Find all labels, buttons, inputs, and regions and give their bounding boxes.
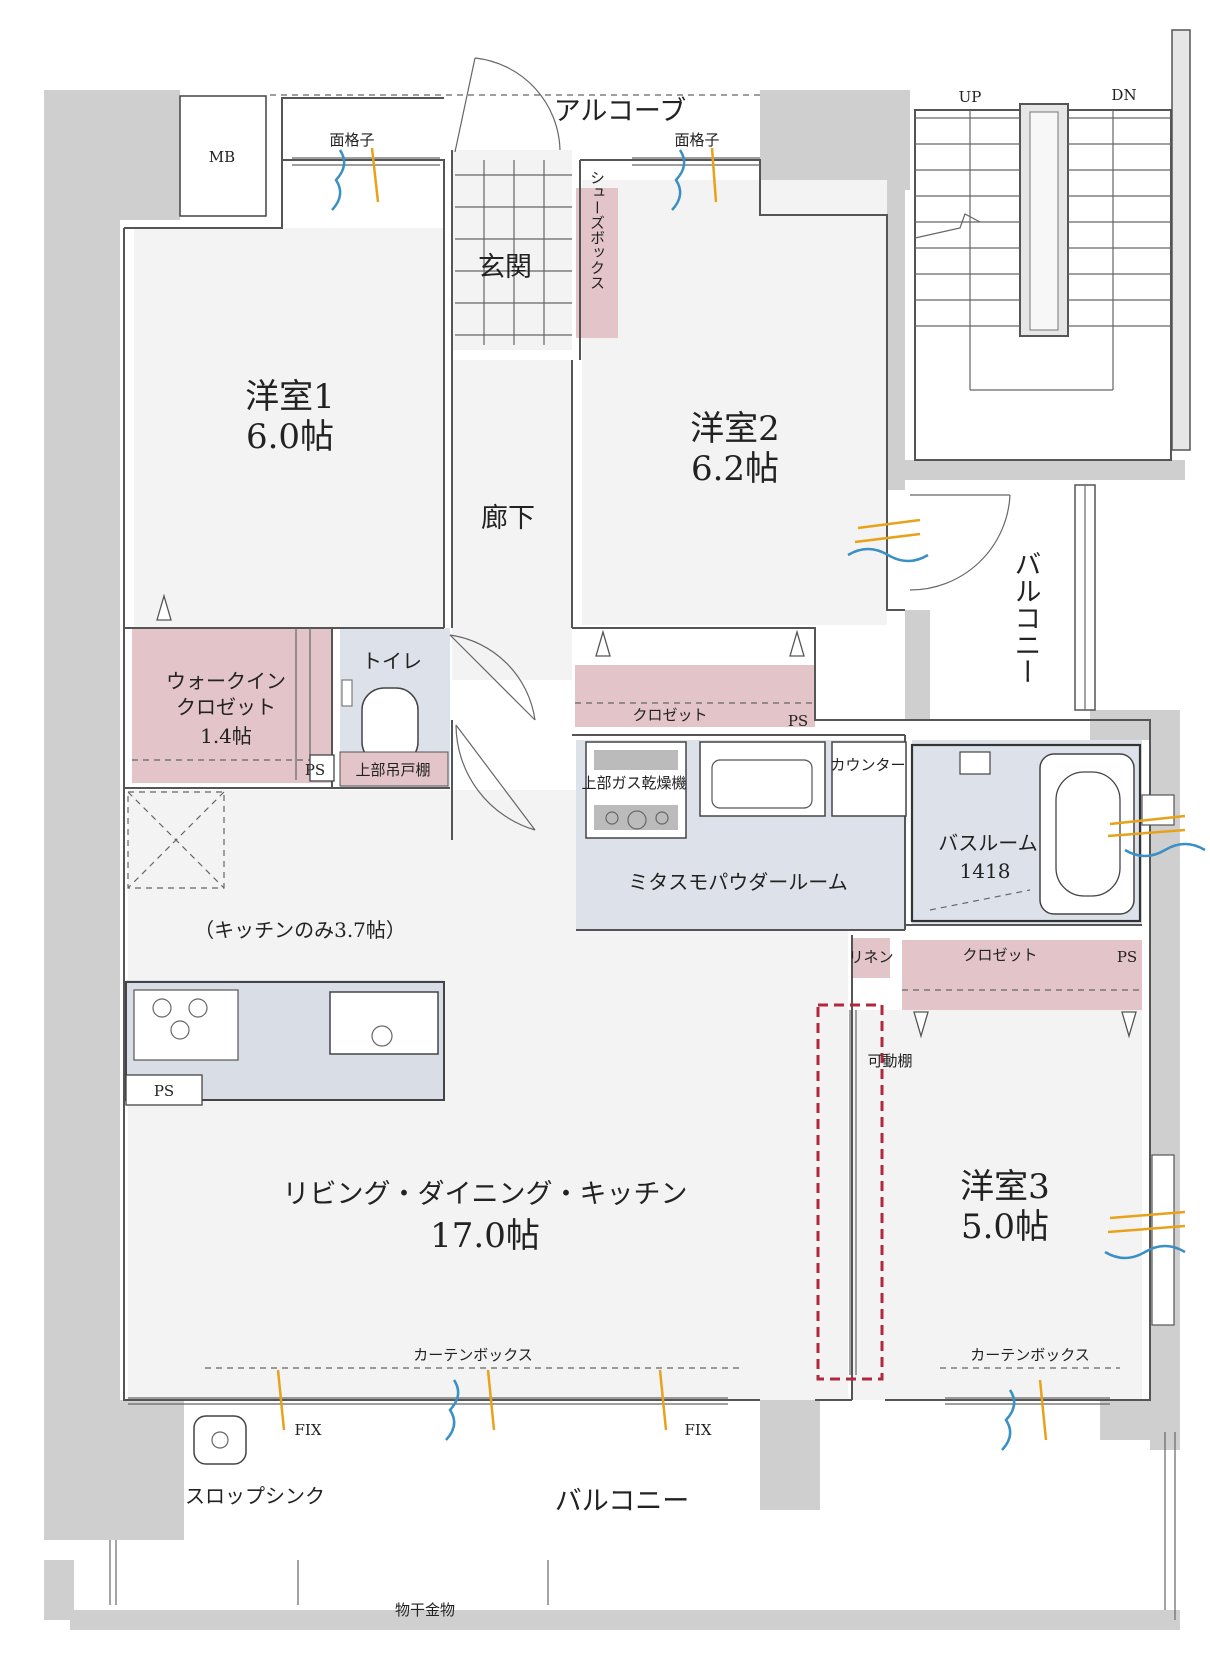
side-balcony [1074, 484, 1096, 711]
shoebox-label: シューズボックス [588, 170, 606, 290]
kitchen-counter [125, 791, 445, 1106]
western2-size: 6.2帖 [691, 449, 779, 489]
movable-shelf-label: 可動棚 [867, 1052, 912, 1070]
curtain-box-left-label: カーテンボックス [413, 1346, 533, 1364]
lattice-right-label: 面格子 [674, 131, 719, 149]
western3-name: 洋室3 [960, 1167, 1050, 1207]
walls [44, 90, 1185, 1630]
fix-left-label: FIX [294, 1421, 321, 1439]
bath-size: 1418 [960, 859, 1011, 883]
western3-size: 5.0帖 [961, 1207, 1049, 1247]
south-balcony-label: バルコニー [555, 1486, 689, 1517]
gas-dryer-label: 上部ガス乾燥機 [581, 774, 686, 792]
misc-fixtures [109, 94, 1176, 1620]
stairs-down-label: DN [1111, 86, 1136, 104]
wall-lines [123, 97, 1151, 1401]
doors [449, 57, 1011, 831]
powder-label: ミタスモパウダールーム [628, 870, 847, 894]
bathtub [910, 743, 1175, 923]
closet3-label: クロゼット [962, 946, 1037, 964]
mb-label: MB [209, 148, 235, 166]
lattice-left-label: 面格子 [329, 131, 374, 149]
wic-size: 1.4帖 [200, 724, 252, 748]
linen-label: リネン [848, 948, 893, 966]
toilet-fixture [309, 679, 449, 787]
staircase [914, 29, 1191, 461]
toilet-shelf-label: 上部吊戸棚 [355, 761, 430, 779]
wic-line1: ウォークイン [166, 669, 286, 693]
labels: 洋室1 6.0帖 洋室2 6.2帖 洋室3 5.0帖 リビング・ダイニング・キッ… [154, 86, 1137, 1619]
stairs-up-label: UP [959, 88, 982, 106]
counter-label: カウンター [830, 756, 905, 774]
ps-closet2-label: PS [788, 712, 808, 730]
windows [128, 157, 1175, 1405]
ventilation-marks [276, 147, 1206, 1451]
ps-closet3-label: PS [1117, 948, 1137, 966]
wic-line2: クロゼット [176, 695, 276, 719]
ldk-size: 17.0帖 [430, 1216, 540, 1256]
kitchen-note: （キッチンのみ3.7帖） [194, 918, 406, 942]
western1-name: 洋室1 [245, 377, 335, 417]
western2-name: 洋室2 [690, 409, 780, 449]
hallway-label: 廊下 [481, 503, 535, 534]
closet2-label: クロゼット [632, 706, 707, 724]
entrance-tiles [455, 160, 572, 345]
movable-partition [816, 1003, 884, 1381]
bath-name: バスルーム [938, 831, 1037, 855]
entrance-label: 玄関 [478, 252, 532, 283]
closet-details [132, 593, 1142, 1039]
ps-wic-label: PS [305, 761, 325, 779]
western1-size: 6.0帖 [246, 417, 334, 457]
ldk-name: リビング・ダイニング・キッチン [283, 1179, 688, 1210]
slop-sink-label: スロップシンク [185, 1484, 325, 1508]
clothes-pole-label: 物干金物 [395, 1601, 455, 1619]
alcove-label: アルコーブ [554, 96, 687, 127]
toilet-label: トイレ [362, 649, 422, 673]
fix-right-label: FIX [684, 1421, 711, 1439]
ps-kitchen-label: PS [154, 1082, 174, 1100]
side-balcony-label: バルコニー [1010, 550, 1041, 685]
powder-fixtures [585, 741, 907, 839]
curtain-box-right-label: カーテンボックス [970, 1346, 1090, 1364]
